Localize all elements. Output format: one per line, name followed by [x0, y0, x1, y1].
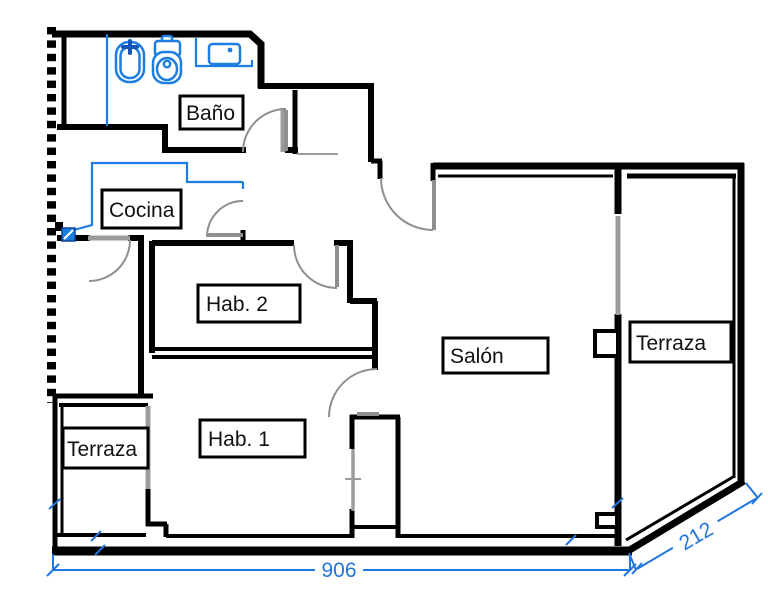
toilet-icon: [151, 34, 183, 85]
room-label-text: Cocina: [109, 199, 175, 222]
door-arc-hab2: [293, 244, 338, 289]
door-arc-entry: [380, 177, 434, 231]
room-label-box: [628, 320, 733, 364]
wall-corner-block: [55, 222, 63, 231]
room-label-text: Hab. 1: [208, 428, 270, 451]
room-label-cocina: Cocina: [100, 188, 183, 230]
dim-ticks: [46, 497, 637, 577]
room-label-text: Hab. 2: [206, 293, 268, 316]
room-label-box: [61, 426, 150, 470]
door-arc-kitchen: [206, 200, 244, 238]
dim-bottom-value: 906: [321, 559, 356, 582]
doors: [88, 108, 436, 418]
room-label-hab2: Hab. 2: [196, 283, 302, 324]
room-label-box: [178, 94, 245, 131]
dim-ticks-diagonal: [631, 492, 763, 575]
room-labels: Baño Cocina Hab. 2 Salón Terraza Terraza…: [61, 94, 733, 470]
room-label-bano: Baño: [178, 94, 245, 131]
kitchen-pipe: [69, 161, 245, 233]
wall-top-and-right: [52, 30, 746, 554]
room-label-hab1: Hab. 1: [198, 418, 307, 459]
room-label-box: [441, 336, 550, 375]
door-arc-hab1: [328, 368, 378, 418]
room-label-box: [100, 188, 183, 230]
sink-counter: [194, 38, 254, 68]
room-label-text: Baño: [186, 102, 235, 125]
door-arc-storeroom: [88, 239, 131, 282]
pillar-lower: [595, 512, 619, 529]
dim-label-bg: [315, 559, 363, 579]
walls-thin-faces: [53, 347, 618, 538]
floor-drain-icon: [61, 227, 76, 242]
room-label-text: Terraza: [636, 332, 706, 355]
door-arc-bath: [242, 108, 287, 153]
walls-entry-closets: [53, 36, 736, 538]
sink-icon: [207, 42, 242, 66]
room-label-box: [198, 418, 307, 459]
room-label-terraza-right: Terraza: [628, 320, 733, 364]
room-label-salon: Salón: [441, 336, 550, 375]
room-label-terraza-left: Terraza: [61, 426, 150, 470]
room-label-text: Salón: [450, 345, 504, 368]
party-wall-hatch: [47, 27, 56, 403]
room-label-text: Terraza: [67, 438, 137, 461]
bidet-icon: [114, 39, 146, 84]
walls-interior: [53, 36, 736, 546]
walls-outer: [52, 30, 746, 556]
plumbing: [61, 34, 254, 242]
dim-label-bg: [667, 512, 724, 559]
room-label-box: [196, 283, 302, 324]
pillar-upper: [593, 329, 620, 358]
